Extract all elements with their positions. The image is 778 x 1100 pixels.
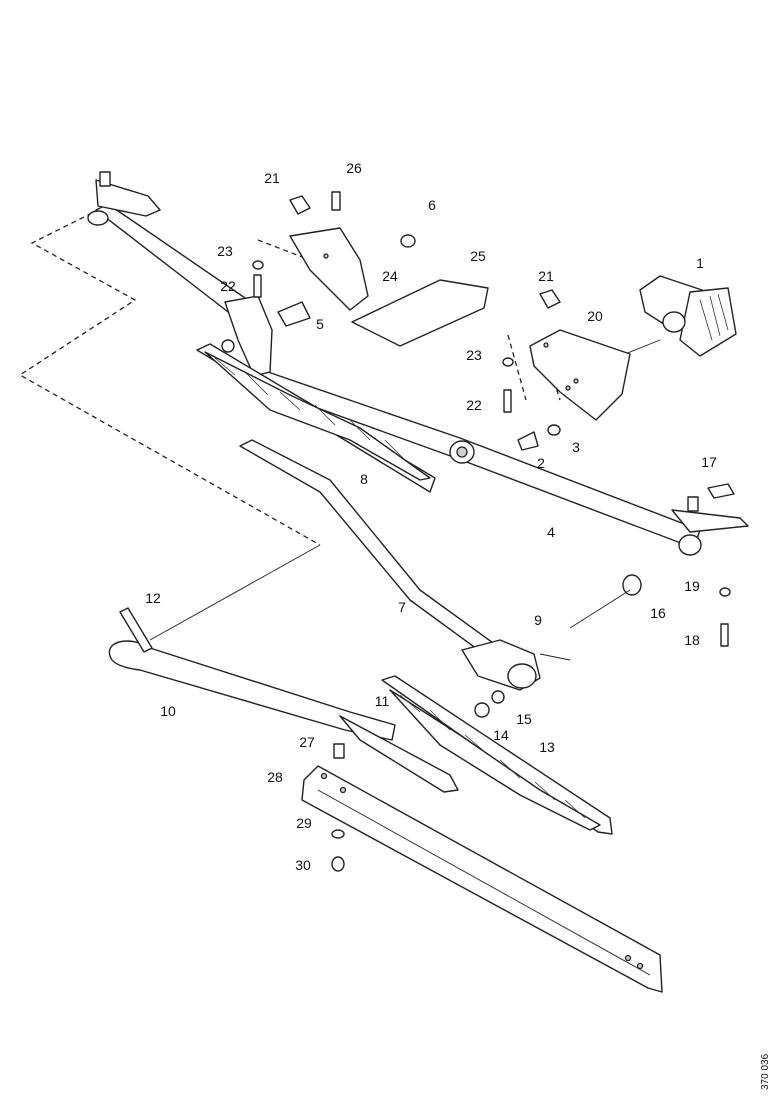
bolt-26 bbox=[331, 191, 341, 211]
reference-code: 370 036 bbox=[760, 1053, 771, 1090]
spacer-5 bbox=[277, 301, 311, 327]
callout-1: 1 bbox=[696, 255, 704, 271]
screw-22-left bbox=[253, 274, 262, 298]
assembly-guide-lines bbox=[18, 212, 561, 641]
callout-23: 23 bbox=[466, 347, 482, 363]
callout-17: 17 bbox=[701, 454, 717, 470]
hardware-parts bbox=[221, 191, 735, 872]
callout-13: 13 bbox=[539, 739, 555, 755]
washer-15 bbox=[491, 690, 505, 704]
callout-10: 10 bbox=[160, 703, 176, 719]
washer-3 bbox=[547, 424, 561, 436]
callout-9: 9 bbox=[534, 612, 542, 628]
callout-29: 29 bbox=[296, 815, 312, 831]
callout-5: 5 bbox=[316, 316, 324, 332]
wiper-motor bbox=[559, 275, 737, 381]
callout-21: 21 bbox=[264, 170, 280, 186]
cap-27 bbox=[333, 743, 345, 759]
callout-7: 7 bbox=[398, 599, 406, 615]
upper-bracket-24 bbox=[289, 227, 369, 311]
callout-22: 22 bbox=[220, 278, 236, 294]
clip-21-right bbox=[539, 289, 561, 309]
nut-14 bbox=[474, 702, 490, 718]
callout-28: 28 bbox=[267, 769, 283, 785]
washer-23-right bbox=[502, 357, 514, 367]
nut-2 bbox=[517, 431, 539, 451]
callout-4: 4 bbox=[547, 524, 555, 540]
callout-21: 21 bbox=[538, 268, 554, 284]
callout-22: 22 bbox=[466, 397, 482, 413]
washer-23-left bbox=[252, 260, 264, 270]
callout-19: 19 bbox=[684, 578, 700, 594]
callout-16: 16 bbox=[650, 605, 666, 621]
callout-26: 26 bbox=[346, 160, 362, 176]
callout-20: 20 bbox=[587, 308, 603, 324]
bolt-18 bbox=[720, 623, 729, 647]
callout-3: 3 bbox=[572, 439, 580, 455]
callout-27: 27 bbox=[299, 734, 315, 750]
nut-upper bbox=[221, 339, 235, 353]
callout-labels: 1234567891011121314151617181920212122222… bbox=[145, 160, 717, 873]
motor-bracket bbox=[529, 329, 631, 421]
callout-30: 30 bbox=[295, 857, 311, 873]
washer-29 bbox=[331, 829, 345, 839]
nut-30 bbox=[331, 856, 345, 872]
lower-wiper-blade bbox=[381, 675, 613, 835]
grommet-16 bbox=[622, 574, 642, 596]
callout-11: 11 bbox=[375, 693, 390, 709]
washer-19 bbox=[719, 587, 731, 597]
linkage-rod-assembly bbox=[87, 171, 749, 556]
clip-17 bbox=[707, 483, 735, 499]
callout-23: 23 bbox=[217, 243, 233, 259]
screw-22-right bbox=[503, 389, 512, 413]
wiper-arm-10 bbox=[108, 607, 459, 793]
clip-21-left bbox=[289, 195, 311, 215]
callout-25: 25 bbox=[470, 248, 486, 264]
plate-25 bbox=[351, 279, 489, 347]
callout-15: 15 bbox=[516, 711, 532, 727]
upper-wiper-blade bbox=[196, 343, 436, 493]
callout-12: 12 bbox=[145, 590, 161, 606]
bushing-6 bbox=[400, 234, 416, 248]
callout-24: 24 bbox=[382, 268, 398, 284]
lower-wiper-arm bbox=[239, 439, 571, 691]
callout-2: 2 bbox=[537, 455, 545, 471]
callout-6: 6 bbox=[428, 197, 436, 213]
mounting-rail bbox=[301, 765, 663, 993]
callout-8: 8 bbox=[360, 471, 368, 487]
callout-14: 14 bbox=[493, 727, 509, 743]
callout-18: 18 bbox=[684, 632, 700, 648]
